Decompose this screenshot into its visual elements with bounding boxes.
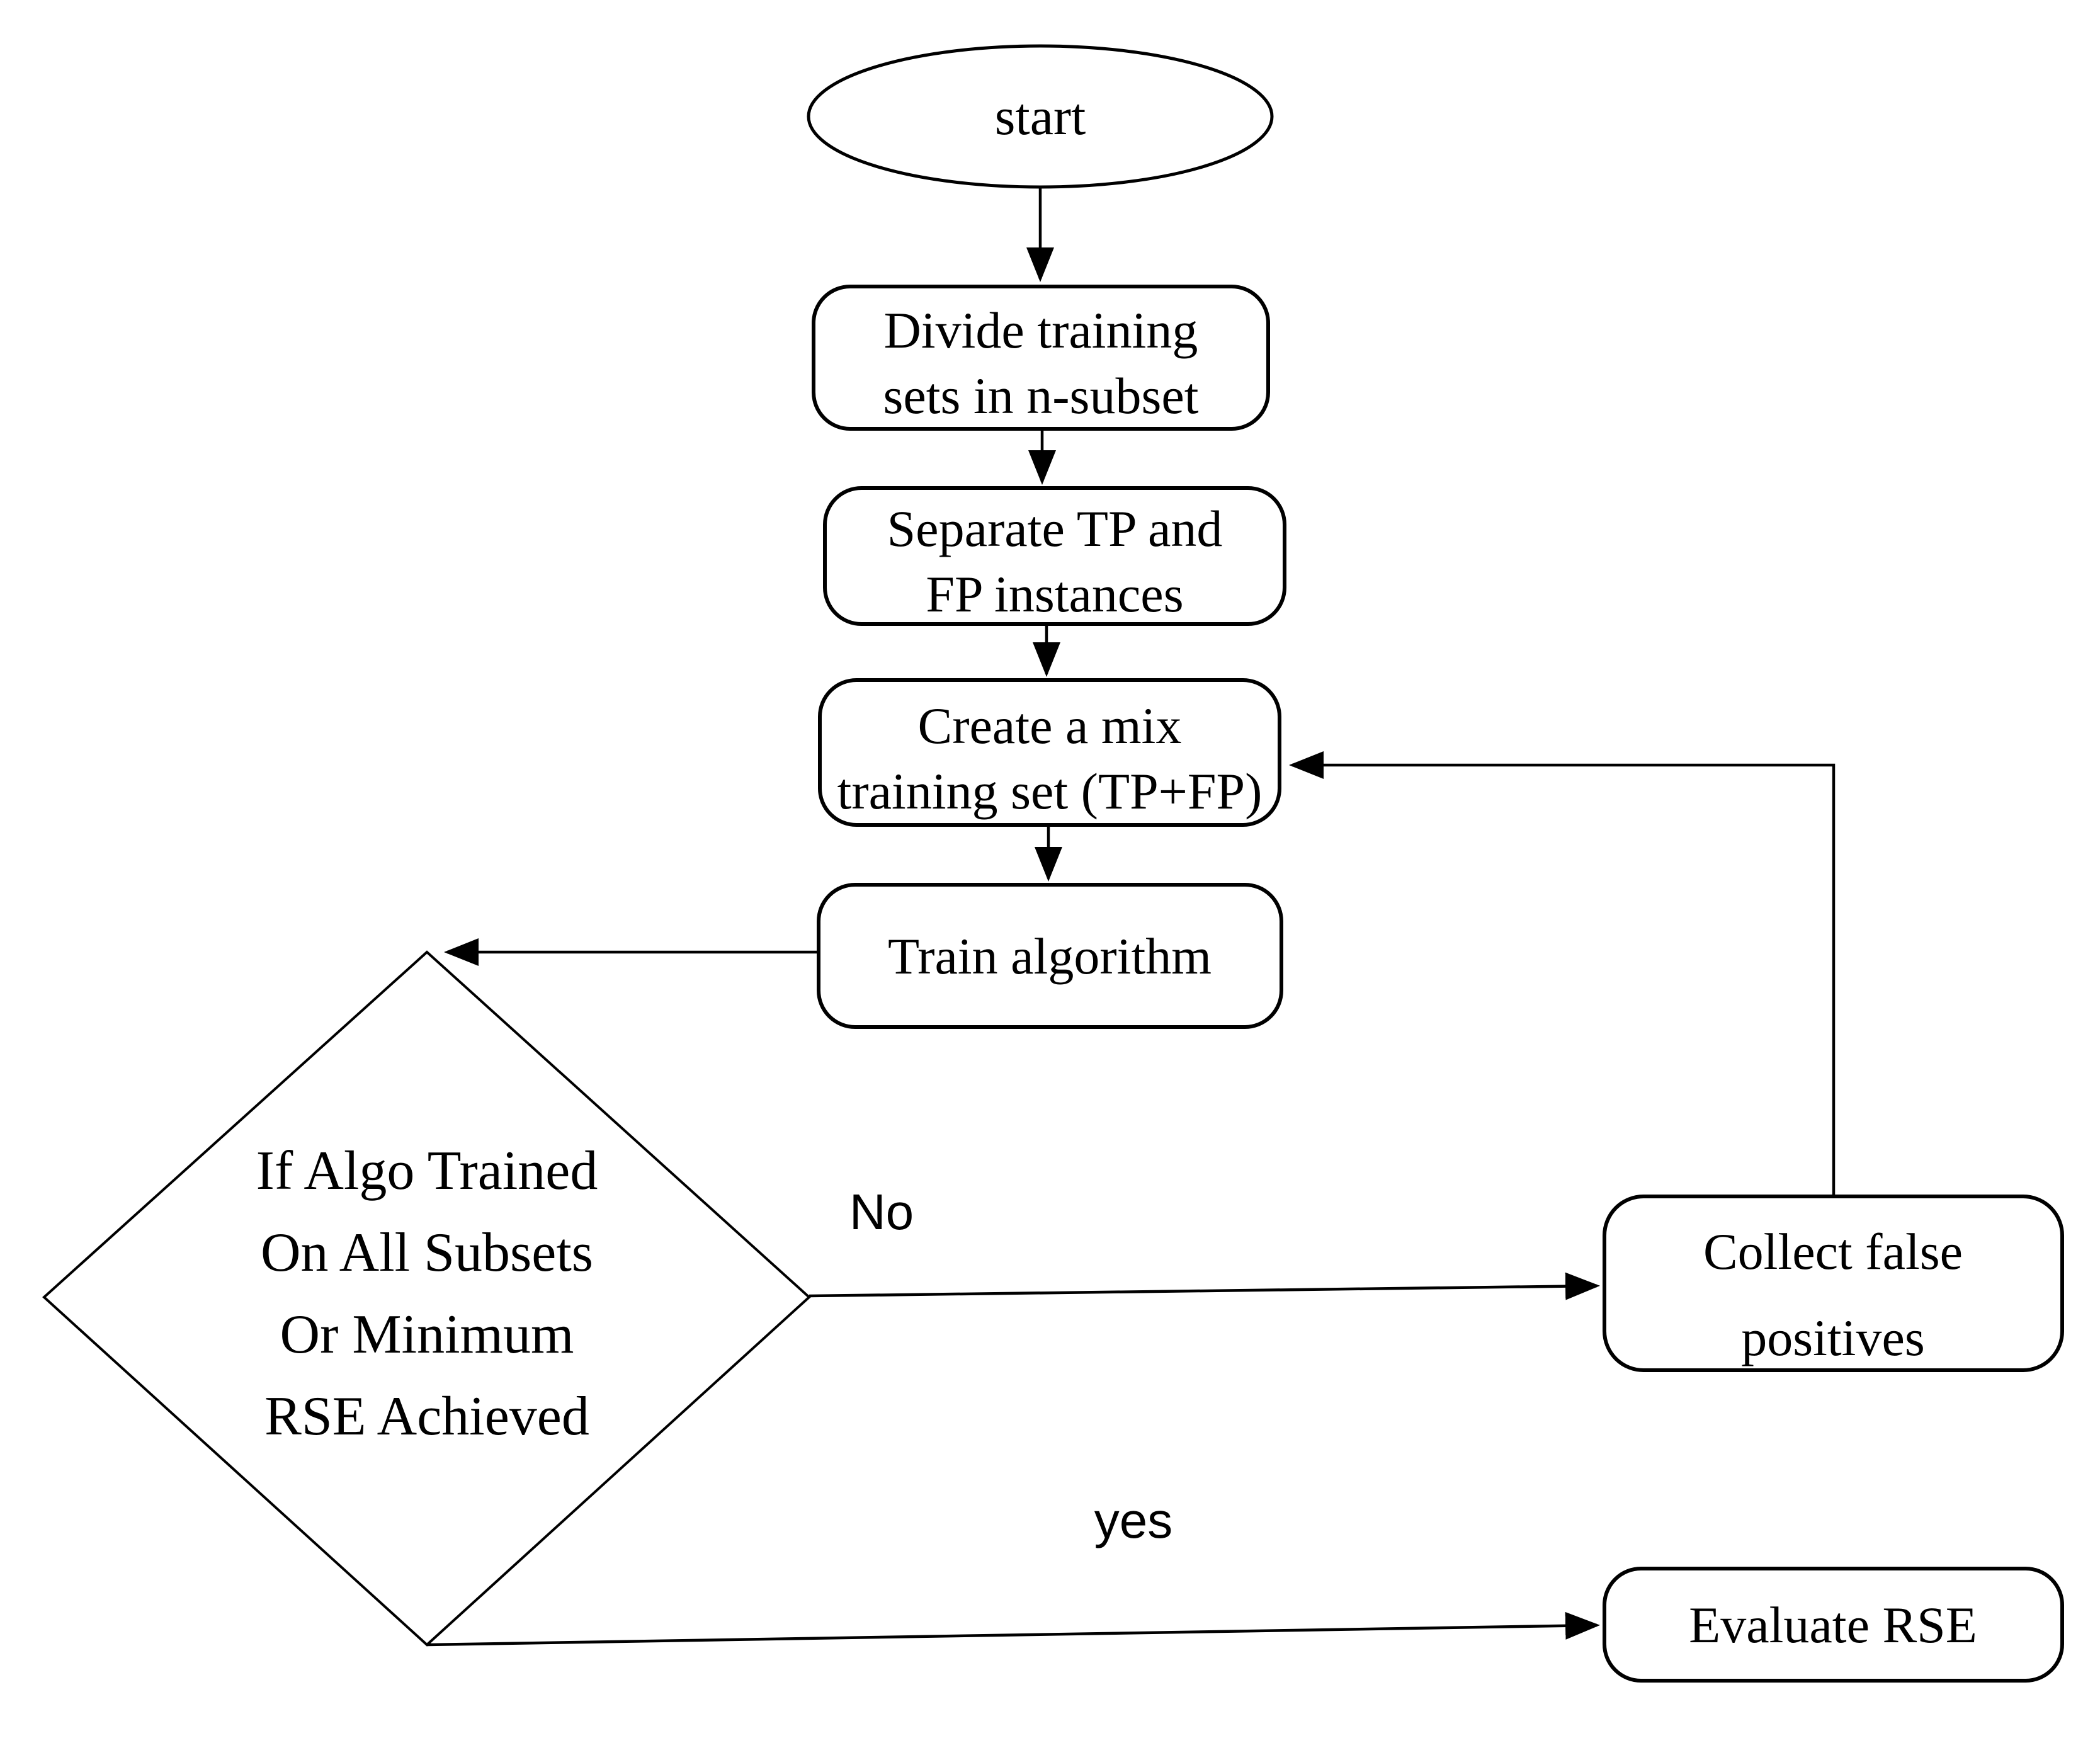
mix-training-set-box — [818, 678, 1281, 827]
separate-instances-line2: FP instances — [926, 565, 1183, 623]
edge-label-yes: yes — [1094, 1492, 1173, 1548]
node-train-algorithm: Train algorithm — [817, 883, 1283, 1029]
edge-decision-no-to-collect — [809, 1272, 1600, 1300]
decision-diamond — [42, 950, 811, 1647]
node-mix-training-set: Create a mix training set (TP+FP) — [818, 678, 1281, 827]
train-algorithm-label: Train algorithm — [888, 928, 1212, 985]
collect-false-positives-line1: Collect false — [1703, 1223, 1963, 1280]
mix-training-set-line2: training set (TP+FP) — [837, 763, 1263, 820]
start-label: start — [995, 88, 1086, 146]
node-start: start — [807, 44, 1274, 189]
divide-training-line1: Divide training — [884, 302, 1198, 359]
node-evaluate-rse: Evaluate RSE — [1603, 1567, 2064, 1683]
node-collect-false-positives: Collect false positives — [1603, 1195, 2064, 1372]
decision-line1: If Algo Trained — [256, 1140, 598, 1201]
start-ellipse — [807, 44, 1274, 189]
edge-label-no: No — [849, 1184, 914, 1240]
divide-training-line2: sets in n-subset — [883, 367, 1198, 424]
mix-training-set-line1: Create a mix — [918, 697, 1182, 754]
collect-false-positives-box — [1603, 1195, 2064, 1372]
train-algorithm-box — [817, 883, 1283, 1029]
decision-line4: RSE Achieved — [264, 1386, 589, 1447]
edge-collect-feedback-to-mix — [1289, 751, 1836, 1195]
decision-line2: On All Subsets — [261, 1222, 593, 1283]
edge-decision-yes-to-evaluate — [426, 1611, 1600, 1647]
separate-instances-line1: Separate TP and — [887, 500, 1223, 557]
node-decision: If Algo Trained On All Subsets Or Minimu… — [42, 950, 811, 1647]
evaluate-rse-box — [1603, 1567, 2064, 1683]
divide-training-box — [812, 285, 1270, 431]
separate-instances-box — [823, 486, 1286, 626]
node-separate-instances: Separate TP and FP instances — [823, 486, 1286, 626]
decision-line3: Or Minimum — [280, 1304, 574, 1365]
collect-false-positives-line2: positives — [1741, 1309, 1925, 1366]
evaluate-rse-label: Evaluate RSE — [1689, 1596, 1977, 1654]
node-divide-training: Divide training sets in n-subset — [812, 285, 1270, 431]
